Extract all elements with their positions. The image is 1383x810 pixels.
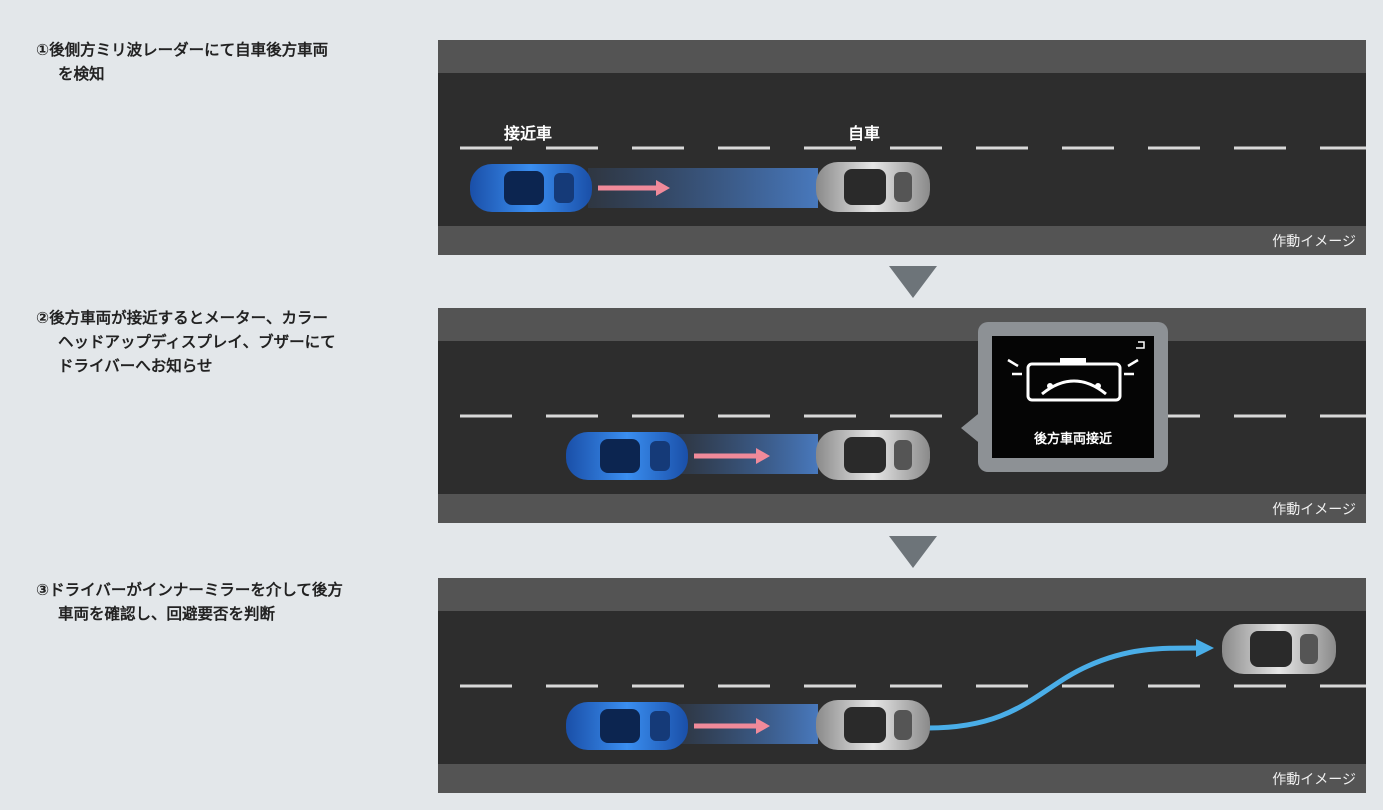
step-3-line-2: 車両を確認し、回避要否を判断	[58, 605, 276, 623]
rear-vehicle-approach-icon	[1007, 341, 1145, 402]
down-arrow-2-icon	[889, 536, 937, 568]
lane-change-arrow	[927, 639, 1214, 731]
upper-shoulder	[438, 40, 1366, 73]
radar-arrow	[694, 718, 770, 734]
own-car-after-lane-change	[1222, 624, 1336, 674]
step-2-road-panel: 後方車両接近 作動イメージ	[438, 308, 1366, 523]
step-2-line-3: ドライバーへお知らせ	[58, 357, 213, 375]
approaching-car-label: 接近車	[504, 124, 553, 143]
step-1-caption: 作動イメージ	[1272, 234, 1356, 250]
own-grey-car	[816, 162, 930, 212]
step-2-text: ②後方車両が接近するとメーター、カラー ヘッドアップディスプレイ、ブザーにて ド…	[36, 306, 426, 378]
step-1-line-1: ①後側方ミリ波レーダーにて自車後方車両	[36, 41, 329, 59]
display-callout-tail	[961, 410, 983, 446]
step-3-road-panel: 作動イメージ	[438, 578, 1366, 793]
down-arrow-1-icon	[889, 266, 937, 298]
radar-arrow	[598, 180, 670, 196]
meter-display-screen: 後方車両接近	[992, 336, 1154, 458]
step-1-road-illustration	[438, 40, 1366, 255]
own-grey-car	[816, 700, 930, 750]
own-car-label: 自車	[848, 124, 881, 143]
step-2-caption: 作動イメージ	[1272, 502, 1356, 518]
step-1-line-2: を検知	[58, 65, 105, 83]
step-3-line-1: ③ドライバーがインナーミラーを介して後方	[36, 581, 343, 599]
step-1-road-panel: 接近車 自車 作動イメージ	[438, 40, 1366, 255]
rear-vehicle-approach-text: 後方車両接近	[1033, 432, 1112, 447]
own-grey-car	[816, 430, 930, 480]
approaching-blue-car	[566, 432, 688, 480]
step-2-line-1: ②後方車両が接近するとメーター、カラー	[36, 309, 328, 327]
meter-display-callout: 後方車両接近	[978, 322, 1168, 472]
step-2-line-2: ヘッドアップディスプレイ、ブザーにて	[58, 333, 336, 351]
radar-arrow	[694, 448, 770, 464]
step-3-text: ③ドライバーがインナーミラーを介して後方 車両を確認し、回避要否を判断	[36, 578, 426, 626]
step-1-text: ①後側方ミリ波レーダーにて自車後方車両 を検知	[36, 38, 426, 86]
step-3-road-illustration	[438, 578, 1366, 793]
lower-shoulder	[438, 226, 1366, 255]
step-3-caption: 作動イメージ	[1272, 772, 1356, 788]
approaching-blue-car	[470, 164, 592, 212]
step-2-road-illustration	[438, 308, 1366, 523]
approaching-blue-car	[566, 702, 688, 750]
